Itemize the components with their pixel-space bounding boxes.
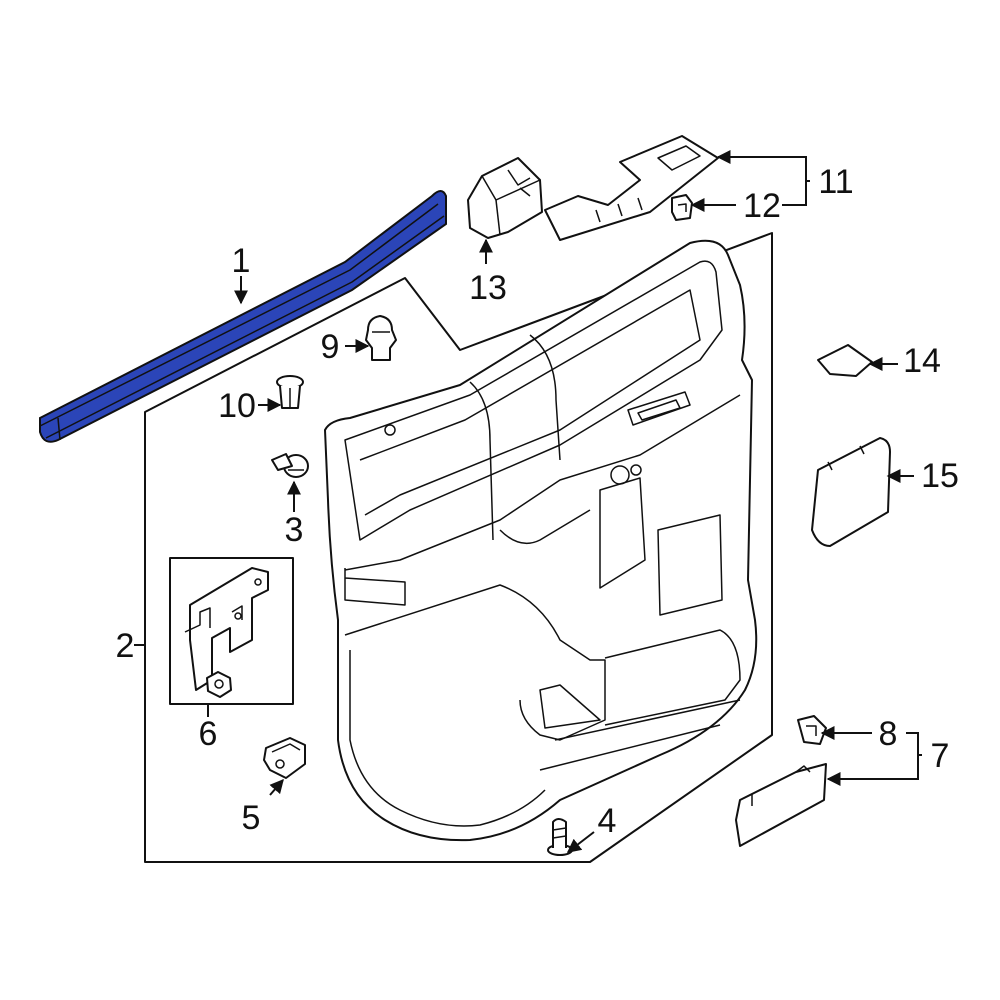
callout-7[interactable]: 7: [931, 737, 950, 775]
leader-lines: [134, 150, 922, 853]
callout-5[interactable]: 5: [242, 799, 261, 837]
part-15-cover[interactable]: [811, 437, 891, 547]
part-6-nut[interactable]: [206, 671, 232, 698]
callout-1[interactable]: 1: [232, 242, 251, 280]
part-3-push-pin[interactable]: [271, 453, 309, 478]
callout-15[interactable]: 15: [921, 457, 959, 495]
part-6-box: [169, 557, 294, 705]
part-13-switch[interactable]: [467, 157, 543, 239]
callout-3[interactable]: 3: [285, 511, 304, 549]
door-trim-panel: [324, 239, 758, 842]
part-11-bezel[interactable]: [544, 135, 719, 241]
callout-14[interactable]: 14: [903, 342, 941, 380]
assembly-boundary: [144, 232, 773, 863]
part-8-clip[interactable]: [797, 715, 827, 745]
part-1-weatherstrip[interactable]: [39, 190, 447, 443]
callout-8[interactable]: 8: [879, 715, 898, 753]
part-14-pad[interactable]: [817, 344, 873, 377]
callout-labels: 1 2 3 4 5 6 7 8 9 10 11 12 13 14 15: [116, 163, 959, 840]
callout-2[interactable]: 2: [116, 627, 135, 665]
callout-9[interactable]: 9: [321, 328, 340, 366]
part-6-bracket[interactable]: [184, 567, 269, 691]
callout-12[interactable]: 12: [743, 187, 781, 225]
part-7-handle-cover[interactable]: [735, 763, 827, 847]
part-9-clip[interactable]: [365, 315, 397, 361]
part-10-grommet[interactable]: [276, 375, 304, 409]
callout-6[interactable]: 6: [199, 715, 218, 753]
callout-4[interactable]: 4: [598, 802, 617, 840]
callout-10[interactable]: 10: [218, 387, 256, 425]
part-5-bracket[interactable]: [263, 737, 306, 779]
weatherstrip-body: [39, 190, 447, 443]
part-12-clip[interactable]: [671, 194, 693, 221]
callout-13[interactable]: 13: [469, 269, 507, 307]
callout-11[interactable]: 11: [818, 163, 853, 201]
part-4-screw[interactable]: [547, 818, 573, 856]
